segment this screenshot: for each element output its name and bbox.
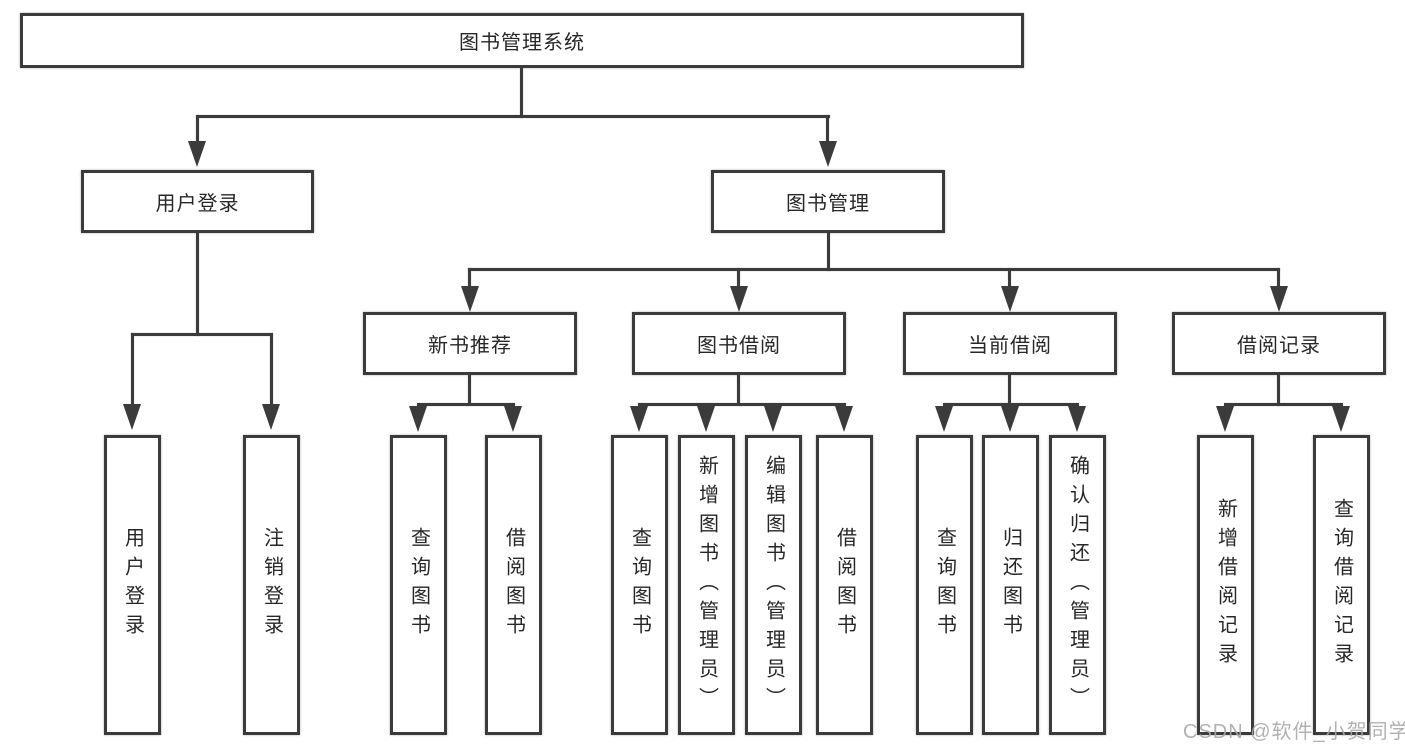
node-book-management-label: 图书管理: [786, 193, 870, 215]
connector-bookmgmt-drop1: [468, 268, 471, 288]
connector-userlogin-drop2: [270, 333, 273, 406]
leaf-edit-books-admin: 编辑图书（管理员）: [745, 435, 802, 735]
connector-groupA-hline: [417, 403, 515, 406]
leaf-add-borrow-record: 新增借阅记录: [1197, 435, 1254, 735]
arrow-to-leaf-query-books-borrow: [630, 406, 648, 432]
arrow-to-leaf-borrow-books-recommend: [504, 406, 522, 432]
connector-userlogin-stem: [196, 233, 199, 336]
node-user-login: 用户登录: [81, 170, 314, 233]
arrow-to-book-borrow: [730, 286, 748, 312]
connector-bookmgmt-stem: [827, 233, 830, 271]
leaf-query-books-borrow-label: 查询图书: [628, 527, 651, 643]
arrow-to-leaf-confirm-return-admin: [1068, 406, 1086, 432]
leaf-edit-books-admin-label: 编辑图书（管理员）: [762, 454, 785, 716]
node-new-book-recommend: 新书推荐: [363, 312, 577, 375]
leaf-query-books-recommend: 查询图书: [390, 435, 447, 735]
leaf-logout: 注销登录: [243, 435, 300, 735]
arrow-to-new-book-recommend: [461, 286, 479, 312]
connector-groupB-hline: [638, 403, 846, 406]
leaf-add-books-admin-label: 新增图书（管理员）: [695, 454, 718, 716]
arrow-to-leaf-query-borrow-record: [1332, 406, 1350, 432]
node-root-label: 图书管理系统: [459, 32, 585, 54]
node-new-book-recommend-label: 新书推荐: [428, 335, 512, 357]
connector-groupB-stem: [737, 375, 740, 406]
connector-bookmgmt-drop3: [1008, 268, 1011, 288]
arrow-to-leaf-return-books: [1001, 406, 1019, 432]
leaf-borrow-books-recommend: 借阅图书: [485, 435, 542, 735]
node-current-borrow: 当前借阅: [903, 312, 1117, 375]
leaf-borrow-books-recommend-label: 借阅图书: [502, 527, 525, 643]
arrow-to-leaf-query-books-recommend: [409, 406, 427, 432]
leaf-borrow-books-borrow: 借阅图书: [816, 435, 873, 735]
arrow-to-leaf-add-books-admin: [697, 406, 715, 432]
connector-groupC-stem: [1008, 375, 1011, 406]
connector-userlogin-hline: [131, 333, 273, 336]
node-borrow-records-label: 借阅记录: [1237, 335, 1321, 357]
arrow-to-leaf-borrow-books-borrow: [835, 406, 853, 432]
connector-groupC-hline: [943, 403, 1079, 406]
csdn-watermark: CSDN @软件_小贺同学: [1183, 721, 1405, 743]
node-borrow-records: 借阅记录: [1172, 312, 1386, 375]
leaf-logout-label: 注销登录: [260, 527, 283, 643]
leaf-confirm-return-admin: 确认归还（管理员）: [1049, 435, 1106, 735]
connector-groupD-hline: [1224, 403, 1343, 406]
leaf-borrow-books-borrow-label: 借阅图书: [833, 527, 856, 643]
connector-bookmgmt-drop2: [737, 268, 740, 288]
leaf-user-login: 用户登录: [104, 435, 161, 735]
arrow-to-user-login: [188, 141, 206, 167]
leaf-user-login-label: 用户登录: [121, 527, 144, 643]
node-root: 图书管理系统: [20, 13, 1024, 68]
leaf-add-borrow-record-label: 新增借阅记录: [1214, 498, 1237, 672]
leaf-query-books-current: 查询图书: [916, 435, 973, 735]
arrow-to-leaf-logout: [262, 404, 280, 430]
leaf-query-books-recommend-label: 查询图书: [407, 527, 430, 643]
connector-userlogin-drop1: [131, 333, 134, 406]
node-book-management: 图书管理: [711, 170, 945, 233]
arrow-to-leaf-user-login: [123, 404, 141, 430]
node-book-borrow-label: 图书借阅: [697, 335, 781, 357]
leaf-confirm-return-admin-label: 确认归还（管理员）: [1066, 454, 1089, 716]
arrow-to-leaf-edit-books-admin: [764, 406, 782, 432]
node-book-borrow: 图书借阅: [632, 312, 846, 375]
leaf-query-books-current-label: 查询图书: [933, 527, 956, 643]
node-user-login-label: 用户登录: [155, 193, 240, 215]
connector-root-stem: [520, 68, 523, 118]
connector-bookmgmt-drop4: [1277, 268, 1280, 288]
connector-groupD-stem: [1277, 375, 1280, 406]
connector-groupA-stem: [468, 375, 471, 406]
leaf-query-books-borrow: 查询图书: [611, 435, 668, 735]
node-current-borrow-label: 当前借阅: [968, 335, 1052, 357]
arrow-to-leaf-add-borrow-record: [1216, 406, 1234, 432]
leaf-query-borrow-record: 查询借阅记录: [1313, 435, 1370, 735]
leaf-add-books-admin: 新增图书（管理员）: [678, 435, 735, 735]
arrow-to-borrow-records: [1270, 286, 1288, 312]
arrow-to-current-borrow: [1001, 286, 1019, 312]
arrow-to-book-management: [819, 141, 837, 167]
leaf-return-books: 归还图书: [982, 435, 1039, 735]
connector-root-left-drop: [196, 115, 199, 143]
connector-bookmgmt-hline: [468, 268, 1280, 271]
leaf-return-books-label: 归还图书: [999, 527, 1022, 643]
leaf-query-borrow-record-label: 查询借阅记录: [1330, 498, 1353, 672]
arrow-to-leaf-query-books-current: [935, 406, 953, 432]
connector-root-hline: [196, 115, 830, 118]
connector-root-right-drop: [826, 115, 829, 143]
